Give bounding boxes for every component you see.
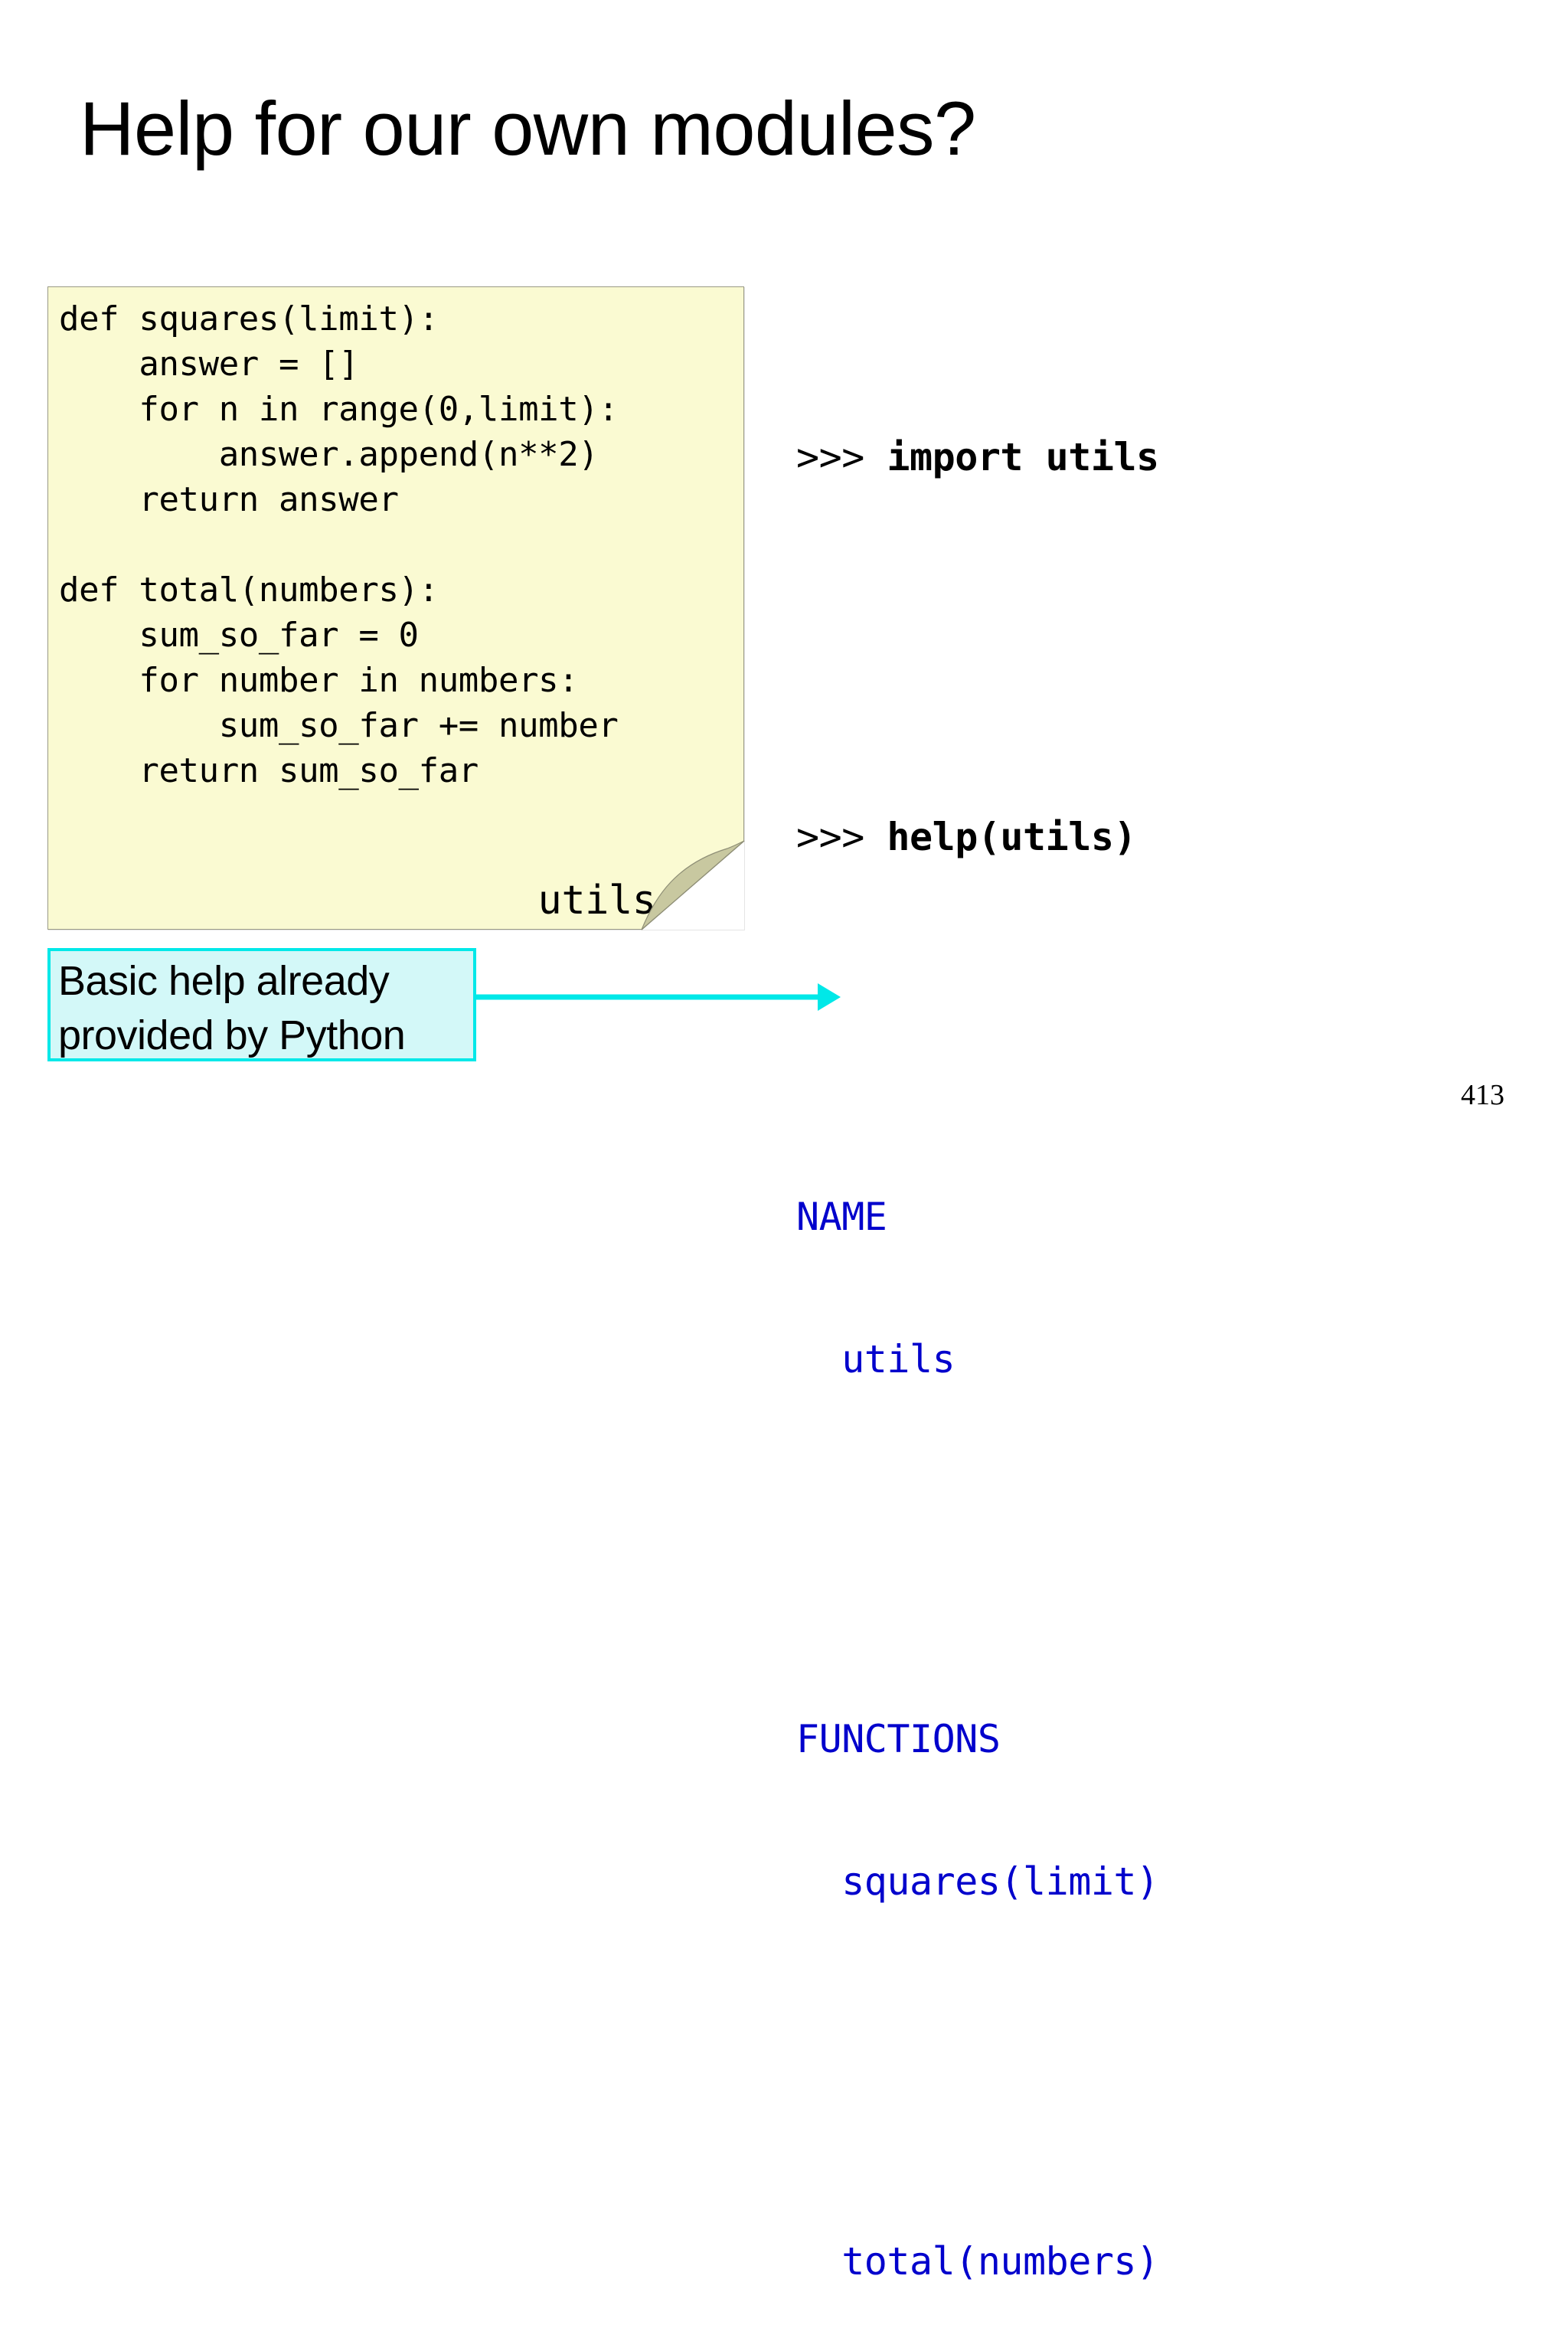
code-block: def squares(limit): answer = [] for n in… — [59, 299, 619, 790]
page-number: 413 — [1461, 1079, 1504, 1111]
console-spacer — [796, 2048, 1531, 2095]
console-line-help: >>> help(utils) — [796, 813, 1531, 861]
prompt-symbol: >>> — [796, 435, 887, 479]
console-spacer — [796, 623, 1531, 671]
prompt-symbol: >>> — [796, 815, 887, 859]
console-spacer — [796, 1525, 1531, 1573]
code-card: def squares(limit): answer = [] for n in… — [47, 286, 745, 930]
help-section-name-value: utils — [796, 1337, 956, 1381]
callout-line-2: provided by Python — [58, 1012, 406, 1058]
console-spacer — [796, 1003, 1531, 1051]
console-output: >>> import utils >>> help(utils) NAME ut… — [796, 291, 1531, 2351]
console-command-import: import utils — [887, 435, 1159, 479]
help-function-squares: squares(limit) — [796, 1859, 1159, 1904]
callout-text: Basic help already provided by Python — [58, 954, 406, 1063]
help-function-total: total(numbers) — [796, 2239, 1159, 2284]
help-section-functions-header: FUNCTIONS — [796, 1717, 1001, 1761]
callout-line-1: Basic help already — [58, 958, 390, 1004]
console-command-help: help(utils) — [887, 815, 1137, 859]
console-line-import: >>> import utils — [796, 433, 1531, 481]
page-title: Help for our own modules? — [80, 86, 976, 171]
callout-box: Basic help already provided by Python — [47, 948, 476, 1061]
code-filename-label: utils.py — [537, 878, 727, 924]
callout-arrow-icon — [473, 983, 841, 1011]
help-section-name-header: NAME — [796, 1195, 887, 1239]
